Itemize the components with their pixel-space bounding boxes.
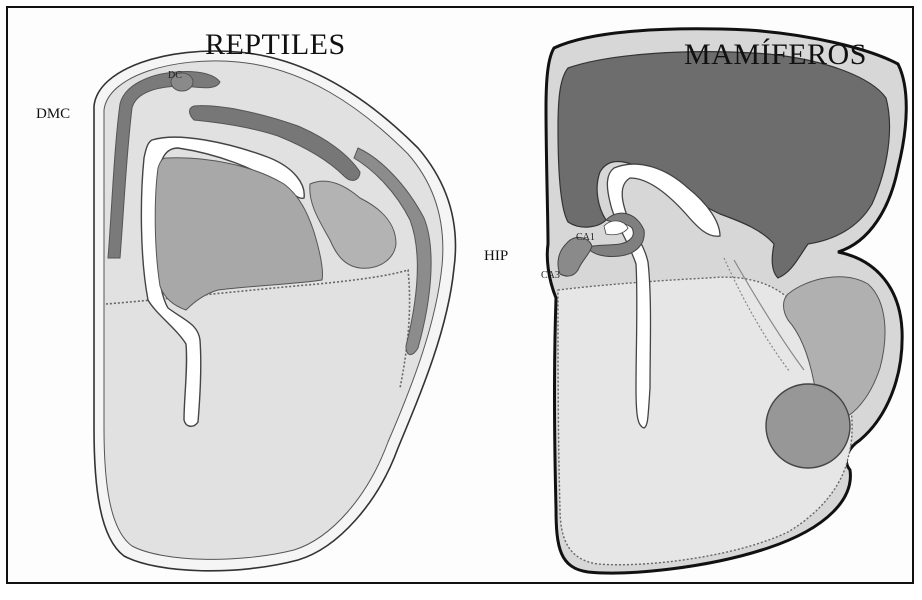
label-dc: DC xyxy=(168,70,182,81)
reptile-brain xyxy=(94,51,456,571)
mammal-amygdala-circle xyxy=(766,384,850,468)
title-reptiles: REPTILES xyxy=(205,28,346,62)
label-dmc: DMC xyxy=(36,106,70,123)
figure-frame: REPTILES MAMÍFEROS DMC DC HIP CA1 CA3 xyxy=(6,6,914,584)
label-ca1: CA1 xyxy=(576,232,595,243)
label-hip: HIP xyxy=(484,248,508,265)
title-mamiferos: MAMÍFEROS xyxy=(684,38,867,72)
mammal-brain xyxy=(546,29,906,573)
label-ca3: CA3 xyxy=(541,270,560,281)
brain-comparison-diagram xyxy=(8,8,922,600)
